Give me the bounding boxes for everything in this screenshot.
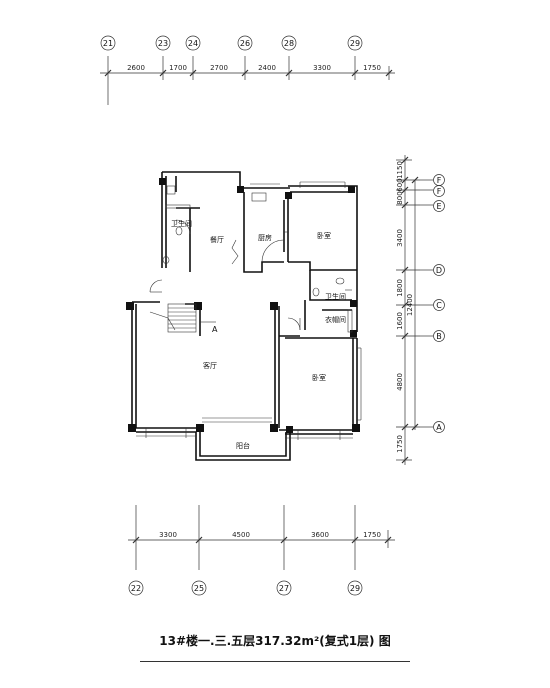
right-dimension-string bbox=[396, 155, 433, 465]
bottom-dim-4500: 4500 bbox=[232, 531, 250, 539]
right-dim-600: 600 bbox=[396, 178, 404, 191]
bottom-axis-bubbles: 22 25 27 29 bbox=[128, 580, 363, 596]
top-axis-24: 24 bbox=[188, 39, 198, 48]
right-axis-b: B bbox=[436, 332, 442, 341]
basin-icon bbox=[162, 256, 170, 264]
columns bbox=[126, 178, 360, 433]
right-axis-d: D bbox=[436, 266, 442, 275]
right-axis-bubbles: F F E D C B A bbox=[433, 174, 445, 433]
bottom-dimension-string bbox=[128, 505, 395, 570]
toilet-icon bbox=[175, 226, 183, 236]
right-axis-f1: F bbox=[437, 176, 442, 185]
room-closet: 衣帽间 bbox=[325, 315, 346, 324]
toilet-icon-2 bbox=[312, 287, 320, 297]
top-axis-21: 21 bbox=[103, 39, 113, 48]
stair bbox=[149, 303, 216, 333]
right-dim-total-12400: 12400 bbox=[406, 294, 414, 316]
windows bbox=[136, 181, 362, 440]
right-dim-4800: 4800 bbox=[396, 373, 404, 391]
right-axis-c: C bbox=[436, 301, 442, 310]
top-axis-28: 28 bbox=[284, 39, 294, 48]
title-underline bbox=[140, 661, 410, 662]
bottom-axis-25: 25 bbox=[194, 584, 204, 593]
walls bbox=[131, 171, 358, 461]
top-axis-26: 26 bbox=[240, 39, 250, 48]
right-dim-1150: 1150 bbox=[396, 161, 404, 179]
right-dim-1750: 1750 bbox=[396, 435, 404, 453]
bottom-axis-27: 27 bbox=[279, 584, 289, 593]
room-kitchen: 厨房 bbox=[258, 233, 272, 242]
bottom-dim-1750: 1750 bbox=[363, 531, 381, 539]
drawing-title: 13#楼一.三.五层317.32m²(复式1层) 图 bbox=[159, 634, 391, 648]
room-living: 客厅 bbox=[203, 361, 217, 370]
right-axis-e: E bbox=[436, 202, 441, 211]
top-axis-23: 23 bbox=[158, 39, 168, 48]
room-bedroom-2: 卧室 bbox=[312, 373, 326, 382]
top-dim-2700: 2700 bbox=[210, 64, 228, 72]
top-axis-29: 29 bbox=[350, 39, 360, 48]
room-bedroom-1: 卧室 bbox=[317, 231, 331, 240]
doors bbox=[149, 219, 301, 331]
top-axis-bubbles: 21 23 24 26 28 29 bbox=[100, 35, 363, 51]
top-dim-2600: 2600 bbox=[127, 64, 145, 72]
right-dim-3400: 3400 bbox=[396, 229, 404, 247]
top-dim-3300: 3300 bbox=[313, 64, 331, 72]
top-dimension-values: 2600 1700 2700 2400 3300 1750 bbox=[127, 64, 381, 72]
top-dim-1750: 1750 bbox=[363, 64, 381, 72]
bottom-axis-22: 22 bbox=[131, 584, 141, 593]
room-balcony: 阳台 bbox=[236, 441, 250, 450]
right-axis-f2: F bbox=[437, 187, 442, 196]
room-dining: 餐厅 bbox=[210, 235, 224, 244]
basin-icon-2 bbox=[335, 277, 345, 285]
bottom-dim-3600: 3600 bbox=[311, 531, 329, 539]
top-dim-2400: 2400 bbox=[258, 64, 276, 72]
right-dim-800: 800 bbox=[396, 191, 404, 204]
top-dimension-string bbox=[100, 56, 395, 105]
right-dim-1600: 1600 bbox=[396, 312, 404, 330]
bottom-dim-3300: 3300 bbox=[159, 531, 177, 539]
bottom-dimension-values: 3300 4500 3600 1750 bbox=[159, 531, 381, 539]
room-bathroom-1: 卫生间 bbox=[171, 219, 192, 228]
right-dim-1800: 1800 bbox=[396, 279, 404, 297]
room-labels: 卫生间 餐厅 厨房 卧室 卫生间 衣帽间 客厅 卧室 阳台 A bbox=[171, 219, 346, 450]
right-dimension-values: 1150 600 800 3400 1800 1600 4800 1750 12… bbox=[396, 161, 414, 453]
stair-section-mark: A bbox=[212, 325, 218, 334]
fixtures bbox=[162, 185, 353, 333]
bottom-axis-29: 29 bbox=[350, 584, 360, 593]
room-bathroom-2: 卫生间 bbox=[325, 292, 346, 301]
top-dim-1700: 1700 bbox=[169, 64, 187, 72]
right-axis-a: A bbox=[436, 423, 442, 432]
